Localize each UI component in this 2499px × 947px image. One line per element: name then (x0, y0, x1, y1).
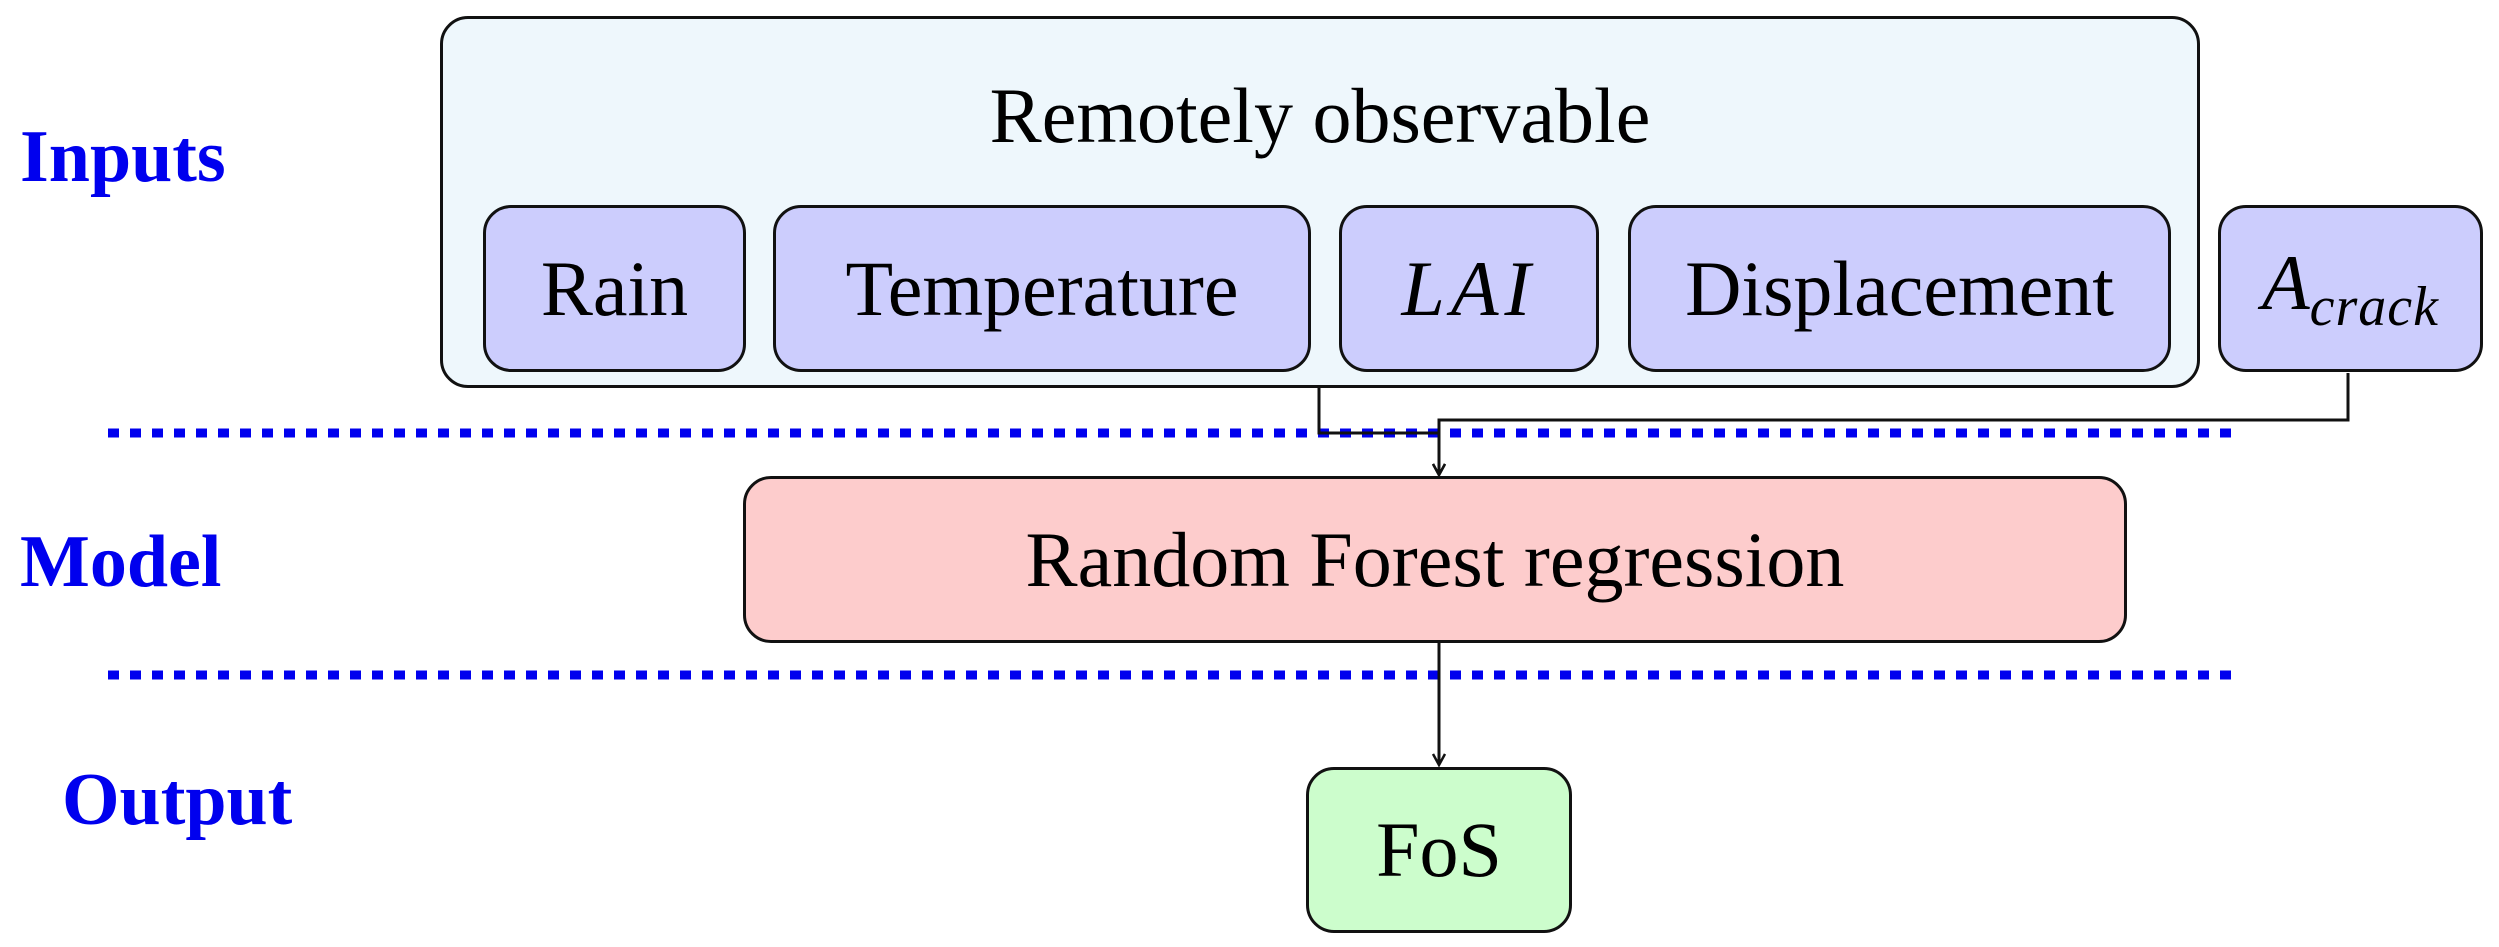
model-random-forest: Random Forest regression (743, 476, 2127, 643)
stage-label-inputs: Inputs (20, 116, 226, 198)
input-label: Rain (540, 244, 689, 332)
stage-label-model: Model (20, 521, 222, 603)
input-label: Displacement (1685, 244, 2114, 332)
input-rain: Rain (483, 205, 746, 372)
input-label: Acrack (2262, 238, 2439, 339)
input-displacement: Displacement (1628, 205, 2171, 372)
edge-crack-to-model (1439, 373, 2350, 475)
output-label: FoS (1376, 806, 1502, 893)
input-crack-area: Acrack (2218, 205, 2483, 372)
input-temperature: Temperature (773, 205, 1311, 372)
output-fos: FoS (1306, 767, 1572, 933)
edge-group-to-model (1317, 388, 1439, 475)
model-label: Random Forest regression (1025, 515, 1845, 603)
crack-area-base: A (2261, 239, 2310, 326)
input-lai: LAI (1339, 205, 1599, 372)
input-label: Temperature (845, 244, 1239, 332)
crack-area-subscript: crack (2309, 276, 2439, 338)
group-label: Remotely observable (989, 72, 1651, 159)
input-label: LAI (1401, 244, 1537, 332)
stage-label-output: Output (62, 759, 293, 841)
